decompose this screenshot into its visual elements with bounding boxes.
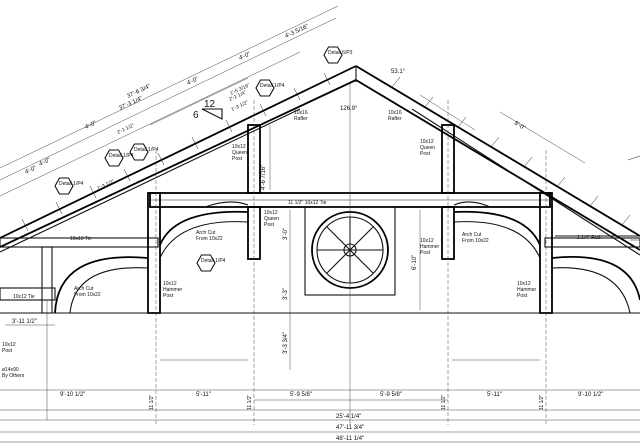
hdim: 11 1/2" <box>441 394 447 410</box>
hammer-center-label: 10x12 <box>420 238 434 244</box>
tie-far-left-label: 10x12 Tie <box>13 294 35 300</box>
apex-angle: 126.9° <box>340 106 358 112</box>
detail-marker[interactable]: Detail 1/P4 <box>104 149 134 167</box>
vdim: 4'-6 7/16" <box>261 165 267 190</box>
svg-text:Post: Post <box>264 222 275 228</box>
roof-dim: 4'-0" <box>38 157 51 167</box>
roof-dim: 4'-0" <box>186 76 199 86</box>
detail-marker[interactable]: Detail 6/P3 <box>323 46 353 64</box>
svg-text:Post: Post <box>420 250 431 256</box>
tie-left-label: 10x12 Tie <box>70 236 92 242</box>
roof-dim: 2'-1 1/2" <box>116 123 135 136</box>
hdim: 9'-10 1/2" <box>60 392 85 398</box>
roof-dim: 4'-0" <box>238 51 251 61</box>
hdim: 5'-11" <box>196 392 211 398</box>
svg-text:Rafter: Rafter <box>294 116 308 122</box>
arch-right-label: Arch Cut <box>462 232 482 238</box>
detail-marker[interactable]: Detail 1/P4 <box>54 177 84 195</box>
hdim: 25'-4 1/4" <box>336 414 361 420</box>
svg-text:By Others: By Others <box>2 373 25 379</box>
svg-text:From 10x22: From 10x22 <box>74 292 101 298</box>
rafter-left-label: 10x16 <box>294 110 308 116</box>
svg-text:Detail 1/P4: Detail 1/P4 <box>59 181 84 187</box>
hdim: 47'-11 3/4" <box>336 425 364 431</box>
svg-text:Detail 1/P4: Detail 1/P4 <box>201 258 226 264</box>
queen-post-left-label: 10x12 <box>232 144 246 150</box>
detail-marker[interactable]: Detail 1/P4 <box>129 143 159 161</box>
svg-text:From 10x22: From 10x22 <box>196 236 223 242</box>
svg-text:Queen: Queen <box>420 145 435 151</box>
svg-text:Post: Post <box>517 293 528 299</box>
post-left-label: 10x12 <box>2 342 16 348</box>
svg-text:Hammer: Hammer <box>163 287 183 293</box>
pitch-run: 6 <box>193 110 199 121</box>
vdim: 3'-3" <box>283 288 289 300</box>
svg-text:Queen: Queen <box>264 216 279 222</box>
roof-dimensions: 37'-6 3/4" 37'-3 1/4" 4'-3 5/16" 4'-0" 4… <box>24 24 526 192</box>
tie-center-label: 11 1/2" 10x12 Tie <box>288 200 327 206</box>
arch-center-label: Arch Cut <box>196 230 216 236</box>
svg-text:Detail 1/P4: Detail 1/P4 <box>260 83 285 89</box>
detail-marker[interactable]: Detail 1/P4 <box>255 79 285 97</box>
roof-rafters <box>0 5 640 256</box>
svg-text:Post: Post <box>163 293 174 299</box>
tie-beams <box>0 192 640 301</box>
vdim: 6'-10" <box>412 255 418 270</box>
hdim: 5'-9 5/8" <box>290 392 312 398</box>
roof-dim: 4'-3 5/16" <box>284 24 309 40</box>
rod-label: 1 1/4" Rod <box>577 235 601 241</box>
roof-dim: 8'-0" <box>513 121 526 132</box>
pitch-rise: 12 <box>204 99 216 110</box>
arch-left-label: Arch Cut <box>74 286 94 292</box>
hammer-right-label: 10x12 <box>517 281 531 287</box>
rafter-right-label: 10x16 <box>388 110 402 116</box>
vertical-dimensions: 4'-6 7/16" 3'-0" 6'-10" 3'-3" 3'-3 3/4" <box>261 165 418 354</box>
hammer-left-label: 10x12 <box>163 281 177 287</box>
svg-text:From 10x22: From 10x22 <box>462 238 489 244</box>
detail-marker[interactable]: Detail 1/P4 <box>196 254 226 272</box>
hdim: 11 1/2" <box>149 394 155 410</box>
svg-text:Detail 1/P4: Detail 1/P4 <box>134 147 159 153</box>
hdim: 11 1/2" <box>247 394 253 410</box>
vdim: 3'-0" <box>283 228 289 240</box>
detail-markers: Detail 1/P4 Detail 1/P4 Detail 1/P4 Deta… <box>54 46 353 272</box>
ridge-angle: 53.1° <box>391 69 406 75</box>
queen-post-center-label: 10x12 <box>264 210 278 216</box>
hdim: 3'-11 1/2" <box>12 319 37 325</box>
hdim: 9'-10 1/2" <box>578 392 603 398</box>
by-others-label: ø14x90 <box>2 367 19 373</box>
svg-text:Detail 6/P3: Detail 6/P3 <box>328 50 353 56</box>
roof-dim: 4'-0" <box>84 120 97 130</box>
hdim: 5'-11" <box>487 392 502 398</box>
hdim: 5'-9 5/8" <box>380 392 402 398</box>
svg-text:Post: Post <box>2 348 13 354</box>
hdim: 48'-11 1/4" <box>336 436 364 442</box>
svg-text:Rafter: Rafter <box>388 116 402 122</box>
hdim: 11 1/2" <box>539 394 545 410</box>
svg-text:Hammer: Hammer <box>517 287 537 293</box>
member-labels: 10x16 Rafter 10x16 Rafter 53.1° 126.9° 1… <box>2 69 601 379</box>
arches <box>54 201 640 314</box>
svg-text:Post: Post <box>420 151 431 157</box>
roof-dim: 1'-3 1/2" <box>96 179 115 192</box>
roof-dim: 4'-0" <box>24 165 37 175</box>
horizontal-dimensions: 3'-11 1/2" 9'-10 1/2" 5'-11" 5'-9 5/8" 5… <box>12 319 603 442</box>
vdim: 3'-3 3/4" <box>283 332 289 354</box>
dimension-lines <box>0 82 640 443</box>
svg-text:Queen: Queen <box>232 150 247 156</box>
pitch-symbol: 12 6 <box>193 99 223 121</box>
svg-text:Detail 1/P4: Detail 1/P4 <box>109 153 134 159</box>
svg-text:Post: Post <box>232 156 243 162</box>
svg-text:Hammer: Hammer <box>420 244 440 250</box>
queen-post-right-label: 10x12 <box>420 139 434 145</box>
